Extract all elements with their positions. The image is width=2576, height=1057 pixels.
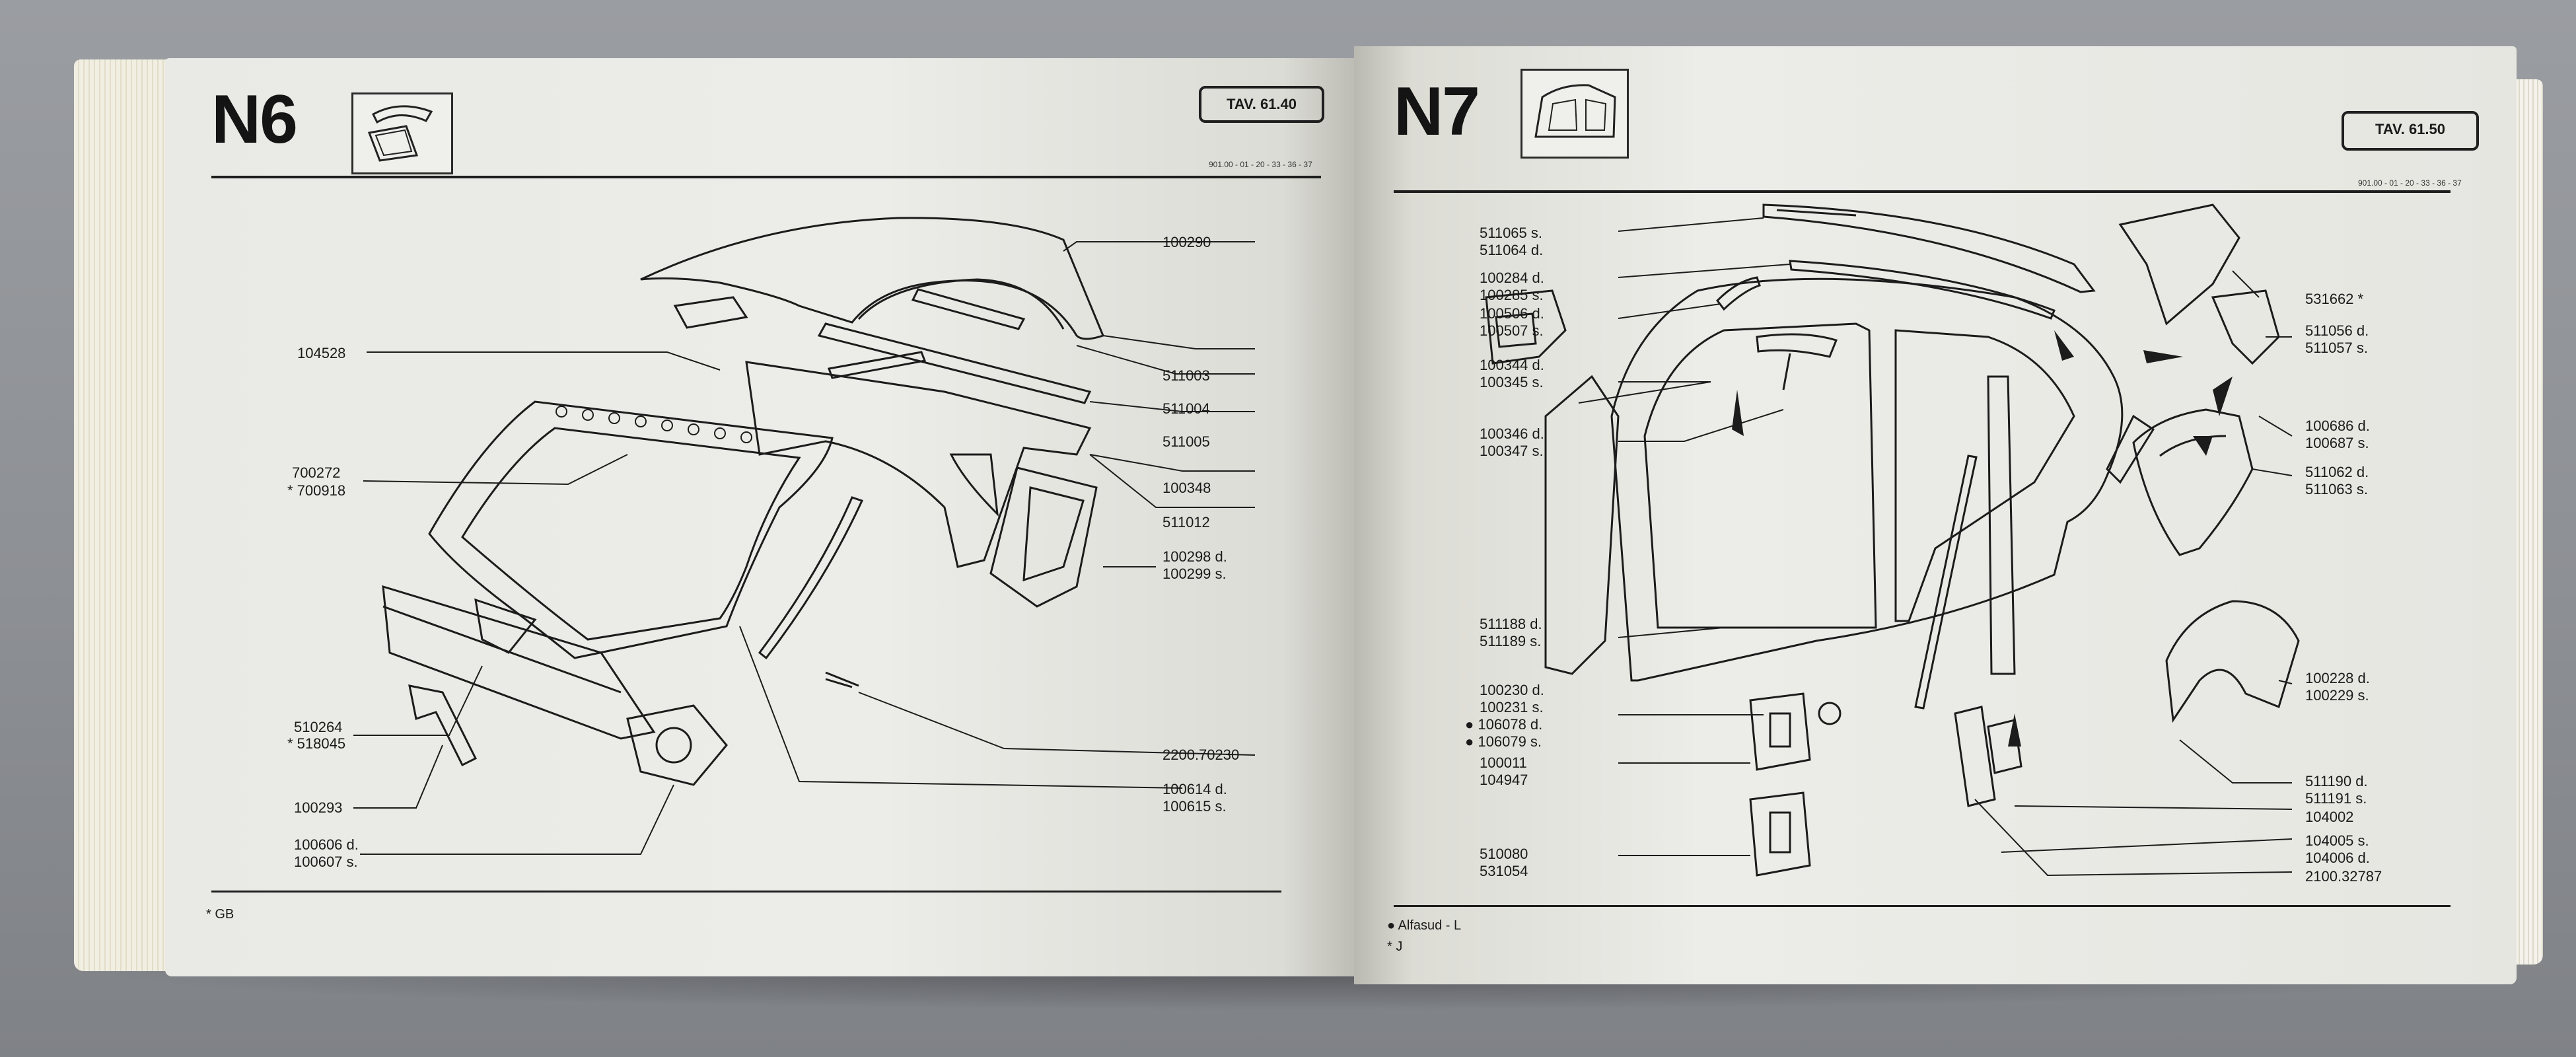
part-label: 100348: [1163, 480, 1211, 496]
part-label: 511056 d.: [2305, 322, 2369, 339]
part-label: 531662 *: [2305, 291, 2364, 307]
part-label: 511062 d.: [2305, 464, 2369, 480]
part-label: 511005: [1163, 433, 1210, 450]
ref-code: 901.00 - 01 - 20 - 33 - 36 - 37: [2358, 178, 2462, 188]
part-label: 511003: [1163, 367, 1210, 384]
part-label: * 518045: [287, 735, 346, 752]
part-label: 100229 s.: [2305, 687, 2369, 704]
section-thumbnail-body-side-icon: [1521, 69, 1629, 159]
part-label: 511188 d.: [1480, 616, 1542, 632]
part-label: ● 106079 s.: [1465, 733, 1542, 750]
footer-rule: [211, 891, 1281, 893]
part-label: 100011: [1480, 754, 1527, 771]
part-label: 100506 d.: [1480, 305, 1544, 322]
part-label: 104947: [1480, 772, 1528, 788]
part-label: 100344 d.: [1480, 357, 1544, 373]
part-label: 100299 s.: [1163, 565, 1227, 582]
part-label: 700272: [292, 464, 341, 481]
part-label: 511189 s.: [1480, 633, 1542, 649]
part-label: 100345 s.: [1480, 374, 1544, 390]
exploded-diagram-roof-windscreen: [353, 217, 1256, 855]
part-label: 104528: [297, 345, 346, 361]
part-label: 100298 d.: [1163, 548, 1227, 565]
part-label: 2200.70230: [1163, 747, 1240, 763]
part-label: 100607 s.: [294, 854, 358, 870]
section-title-n6: N6: [211, 81, 298, 158]
ref-code: 901.00 - 01 - 20 - 33 - 36 - 37: [1209, 160, 1312, 169]
part-label: 510080: [1480, 846, 1528, 862]
part-label: ● 106078 d.: [1465, 716, 1543, 733]
footnote: * GB: [206, 907, 234, 922]
part-label: * 700918: [287, 482, 346, 499]
part-label: 511065 s.: [1480, 225, 1543, 241]
part-label: 100346 d.: [1480, 425, 1544, 442]
part-label: 2100.32787: [2305, 868, 2382, 885]
tav-box: TAV. 61.50: [2342, 111, 2479, 151]
part-label: 511191 s.: [2305, 790, 2367, 807]
part-label: 100687 s.: [2305, 435, 2369, 451]
part-label: 100293: [294, 799, 343, 816]
left-page: N6 TAV. 61.40 901.00 - 01 - 20 - 33 - 36…: [165, 58, 1354, 976]
footnote: ● Alfasud - L: [1387, 918, 1462, 933]
part-label: 104006 d.: [2305, 850, 2370, 866]
part-label: 100606 d.: [294, 836, 359, 853]
section-thumbnail-roof-icon: [351, 92, 453, 174]
part-label: 100507 s.: [1480, 322, 1544, 339]
part-label: 511063 s.: [2305, 481, 2369, 497]
part-label: 100614 d.: [1163, 781, 1227, 797]
part-label: 511012: [1163, 514, 1210, 530]
header-rule: [1394, 190, 2451, 193]
footer-rule: [1394, 905, 2451, 907]
right-page: N7 TAV. 61.50 901.00 - 01 - 20 - 33 - 36…: [1354, 46, 2517, 984]
part-label: 100290: [1163, 234, 1211, 250]
part-label: 100615 s.: [1163, 798, 1227, 815]
part-label: 511190 d.: [2305, 773, 2368, 789]
left-page-edges: [74, 59, 173, 971]
part-label: 100228 d.: [2305, 670, 2370, 686]
part-label: 510264: [294, 719, 343, 735]
part-label: 100285 s.: [1480, 287, 1544, 303]
header-rule: [211, 176, 1321, 178]
section-title-n7: N7: [1394, 73, 1480, 150]
footnote: * J: [1387, 939, 1403, 954]
part-label: 100231 s.: [1480, 699, 1544, 715]
part-label: 100230 d.: [1480, 682, 1544, 698]
part-label: 511057 s.: [2305, 340, 2369, 356]
part-label: 511004: [1163, 400, 1210, 417]
part-label: 100284 d.: [1480, 270, 1544, 286]
exploded-diagram-body-side: [1485, 203, 2300, 877]
part-label: 104005 s.: [2305, 832, 2369, 849]
tav-box: TAV. 61.40: [1199, 86, 1324, 123]
part-label: 100686 d.: [2305, 418, 2370, 434]
part-label: 100347 s.: [1480, 443, 1544, 459]
part-label: 104002: [2305, 809, 2354, 825]
part-label: 531054: [1480, 863, 1528, 879]
part-label: 511064 d.: [1480, 242, 1544, 258]
